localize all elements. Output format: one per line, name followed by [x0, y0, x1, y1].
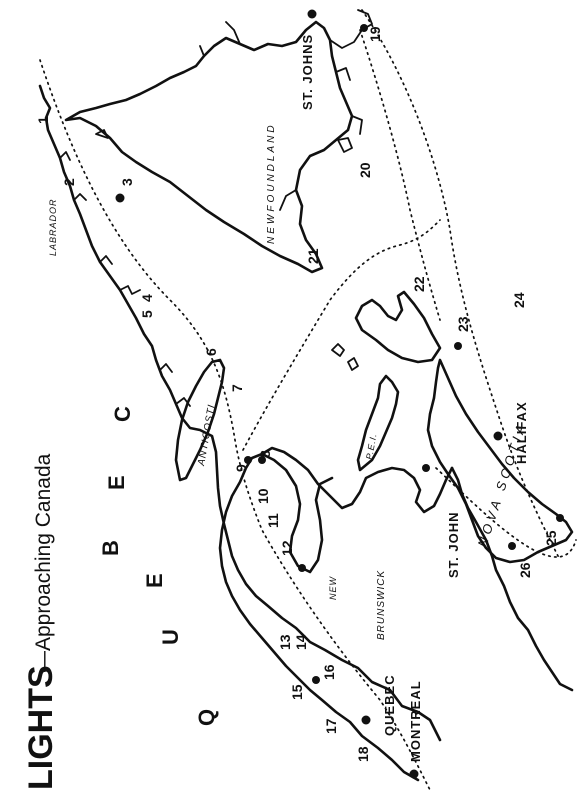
north-shore-detail	[59, 151, 191, 407]
light-number-25: 25	[543, 530, 559, 546]
light-number-22: 22	[411, 276, 427, 292]
light-number-20: 20	[357, 162, 373, 178]
light-number-10: 10	[255, 488, 271, 504]
light-number-13: 13	[277, 634, 293, 650]
north-shore-coastline	[38, 84, 442, 742]
quebec-letter-e2: E	[104, 475, 129, 490]
light-number-16: 16	[321, 664, 337, 680]
newfoundland-detail	[199, 9, 373, 211]
quebec-marker	[361, 715, 371, 725]
light-12-marker	[298, 564, 306, 572]
route-ocean-south	[361, 9, 561, 561]
light-number-17: 17	[323, 718, 339, 734]
light-number-21: 21	[305, 248, 321, 264]
cape-breton	[354, 290, 442, 364]
light-19-marker	[360, 24, 368, 32]
light-number-5: 5	[139, 310, 155, 318]
route-cabot-strait	[242, 219, 441, 451]
st-johns-label: ST. JOHNS	[300, 34, 315, 110]
light-number-3: 3	[119, 178, 135, 186]
st-john-label: ST. JOHN	[446, 511, 461, 578]
light-number-11: 11	[265, 513, 281, 528]
light-number-26: 26	[517, 562, 533, 578]
anticosti-label: ANTICOSTI	[196, 403, 218, 467]
light-number-18: 18	[355, 746, 371, 762]
new-brunswick-label-2: BRUNSWICK	[376, 570, 387, 640]
pei-label: P.E.I.	[364, 432, 379, 460]
light-number-12: 12	[279, 540, 295, 556]
montreal-label: MONTREAL	[408, 680, 423, 762]
light-numbers: 1 2 3 4 5 6 7 8 9 10 11 12 13 14 15 16 1…	[35, 26, 559, 762]
quebec-letter-c: C	[110, 406, 135, 422]
light-26-marker	[508, 542, 516, 550]
light-25-marker	[556, 514, 564, 522]
light-number-7: 7	[229, 384, 245, 392]
halifax-label: HALIFAX	[514, 401, 529, 464]
nova-scotia	[426, 358, 574, 564]
halifax-marker	[493, 431, 503, 441]
labrador-label: LABRADOR	[48, 198, 58, 256]
small-islands	[95, 129, 359, 371]
route-st-johns	[359, 29, 441, 321]
title-sub: —Approaching Canada	[32, 453, 55, 672]
newfoundland-label: NEWFOUNDLAND	[266, 122, 277, 244]
light-number-1: 1	[35, 116, 51, 124]
light-number-14: 14	[293, 634, 309, 650]
light-9-marker	[244, 456, 252, 464]
route-nova-scotia	[435, 467, 577, 558]
light-23-marker	[454, 342, 462, 350]
light-number-4: 4	[139, 294, 155, 302]
light-number-8: 8	[257, 450, 273, 458]
quebec-letter-e1: E	[142, 573, 167, 588]
pei-island	[356, 374, 400, 472]
light-8-marker	[258, 456, 266, 464]
anticosti-island	[174, 358, 226, 482]
montreal-marker	[409, 769, 419, 779]
light-number-15: 15	[289, 684, 305, 700]
quebec-letter-b: B	[98, 540, 123, 556]
quebec-city-label: QUEBEC	[382, 674, 397, 736]
st-john-marker	[422, 464, 430, 472]
map-title: LIGHTS —Approaching Canada	[22, 453, 60, 790]
light-number-24: 24	[511, 292, 527, 308]
light-number-23: 23	[455, 316, 471, 332]
quebec-label: Q U E B E C	[98, 406, 219, 726]
light-markers	[115, 9, 564, 779]
new-brunswick-label-1: NEW	[328, 575, 338, 600]
light-number-6: 6	[203, 348, 219, 356]
light-number-19: 19	[367, 26, 383, 42]
st-johns-marker	[307, 9, 317, 19]
light-16-marker	[312, 676, 320, 684]
newfoundland	[64, 20, 354, 274]
light-number-9: 9	[233, 464, 249, 472]
light-3-marker	[115, 193, 125, 203]
light-number-2: 2	[61, 178, 77, 186]
route-belle-isle	[39, 59, 431, 791]
new-brunswick-coastline	[260, 446, 454, 514]
quebec-letter-q: Q	[194, 709, 219, 726]
title-main: LIGHTS	[22, 665, 60, 790]
fundy-coastline	[450, 466, 574, 692]
quebec-letter-u: U	[158, 629, 183, 645]
